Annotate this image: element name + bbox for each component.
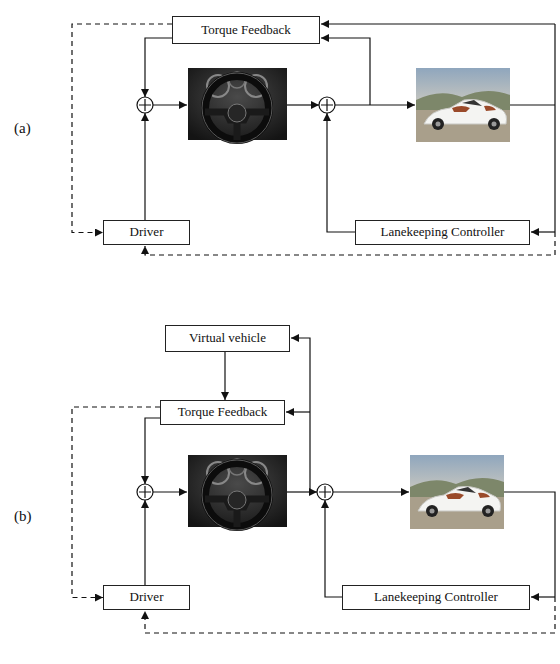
summing-junction <box>317 484 333 500</box>
signal-wire <box>327 113 355 232</box>
process-box: Lanekeeping Controller <box>355 220 530 245</box>
panel-label: (a) <box>14 120 31 137</box>
steering-wheel-image <box>188 455 287 530</box>
signal-wire <box>287 491 317 492</box>
car-image <box>416 68 510 142</box>
connector-arrow <box>72 24 172 233</box>
summing-junction <box>319 486 331 498</box>
signal-wire <box>321 38 370 105</box>
summing-junction <box>137 484 153 500</box>
summing-junction <box>319 97 335 113</box>
connector-arrow <box>72 407 160 598</box>
summing-junction <box>321 99 333 111</box>
connector-arrow <box>224 352 225 400</box>
signal-wire <box>144 113 145 220</box>
illustration-b <box>188 455 504 530</box>
box-label: Lanekeeping Controller <box>381 225 505 239</box>
signal-wire <box>325 500 342 597</box>
steering-wheel-image <box>188 68 287 143</box>
box-label: Driver <box>130 225 164 239</box>
car-image <box>410 455 504 529</box>
signal-wire <box>504 492 555 597</box>
process-box: Lanekeeping Controller <box>342 585 530 610</box>
box-label: Torque Feedback <box>178 405 268 419</box>
process-box: Torque Feedback <box>172 16 320 44</box>
signal-wire <box>333 491 409 492</box>
signal-wire <box>144 500 145 585</box>
signal-wire <box>145 38 172 97</box>
box-label: Virtual vehicle <box>189 331 266 345</box>
process-box: Driver <box>103 220 190 245</box>
signal-wire <box>153 104 187 105</box>
signal-wire <box>531 596 555 597</box>
signal-wires-b <box>137 338 555 633</box>
summing-junction <box>137 97 153 113</box>
summing-junction <box>139 486 151 498</box>
process-box: Driver <box>103 585 190 610</box>
process-box: Torque Feedback <box>160 400 285 425</box>
signal-wire <box>153 491 187 492</box>
signal-wire <box>286 411 310 412</box>
signal-wires-a <box>137 24 555 255</box>
signal-wire <box>287 104 319 105</box>
signal-wire <box>531 231 555 232</box>
signal-wire <box>321 23 555 24</box>
signal-wire <box>335 104 415 105</box>
box-label: Lanekeeping Controller <box>374 590 498 604</box>
process-box: Virtual vehicle <box>165 325 290 352</box>
signal-wire <box>510 24 555 232</box>
box-label: Driver <box>130 590 164 604</box>
signal-wire <box>291 338 310 492</box>
box-label: Torque Feedback <box>201 23 291 37</box>
panel-label: (b) <box>14 508 32 525</box>
summing-junction <box>139 99 151 111</box>
signal-wire <box>145 418 160 484</box>
illustration-a <box>188 68 510 143</box>
